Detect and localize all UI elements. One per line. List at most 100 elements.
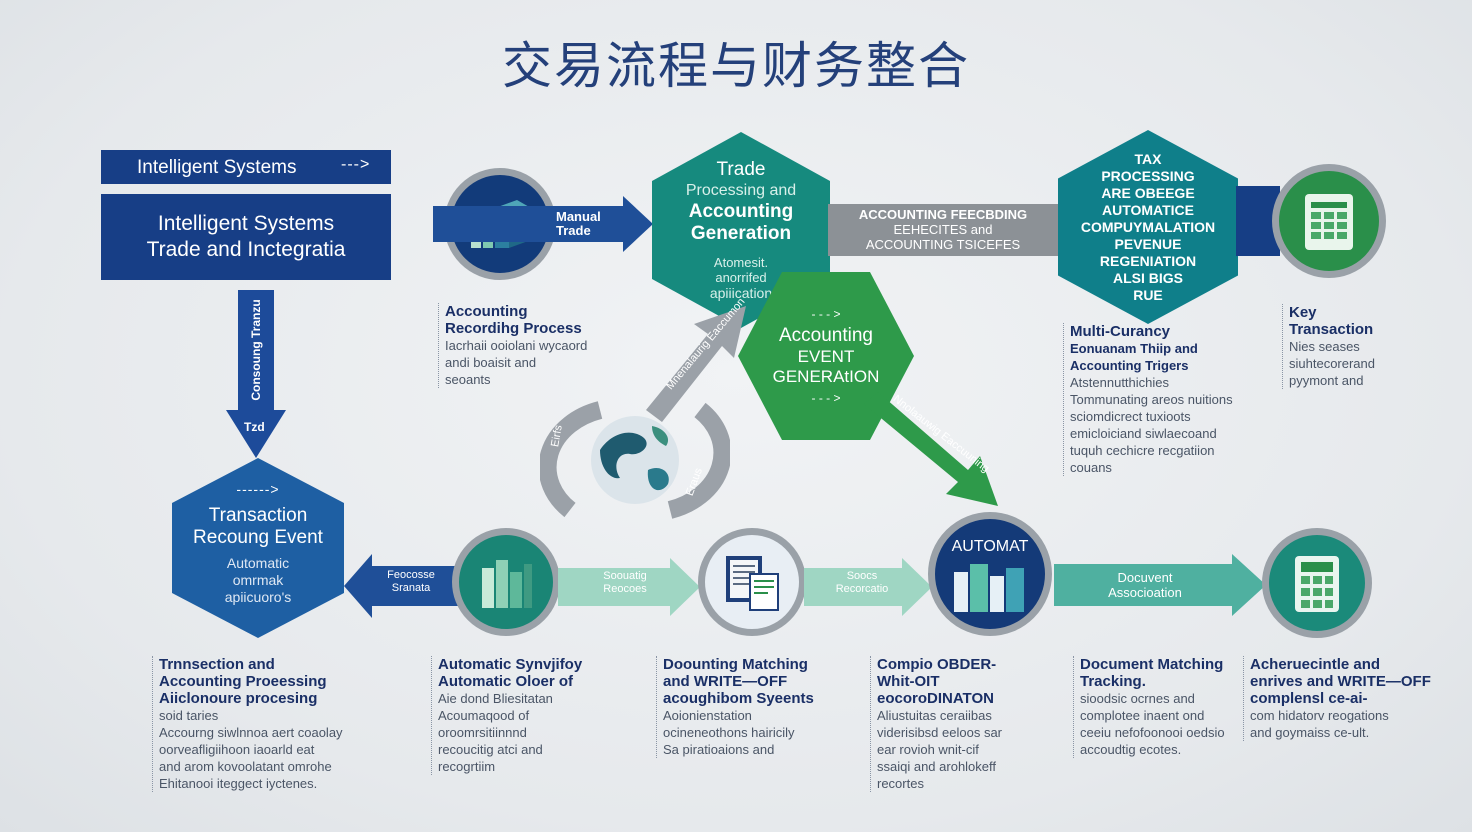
bottom-desc-head: Automatic Synvjifoy [438, 656, 583, 673]
automat-label: AUTOMAT [951, 538, 1029, 555]
desc-key-body-line: Nies seases [1289, 339, 1360, 354]
desc-accounting-head1: Accounting [445, 303, 528, 320]
bottom-desc-body: Aie dond Bliesitatan [438, 691, 553, 706]
bottom-desc-body: recogrtiim [438, 759, 496, 774]
tax-hex-line: ALSI BIGS [1112, 269, 1183, 286]
bottom-desc-body: Acoumaqood of [438, 708, 530, 723]
bottom-arrow-2-line1: Soouatig [603, 570, 647, 582]
bottom-desc-body: accoudtig ecotes. [1080, 742, 1182, 757]
spreadsheet-circle [1272, 164, 1386, 278]
tax-hex-line: PEVENUE [1114, 235, 1182, 252]
page-title: 交易流程与财务整合 [502, 37, 970, 95]
tax-hex-line: ARE OBEEGE [1101, 184, 1195, 201]
trade-hex-title4: Generation [690, 223, 792, 244]
desc-multi-body-line: sciomdicrect tuxioots [1070, 409, 1191, 424]
manual-trade-line2: Trade [556, 223, 591, 238]
bottom-arrow-1-line1: Feocosse [387, 569, 435, 581]
bottom-desc-head: complensl ce-ai- [1250, 690, 1368, 707]
transaction-hex-sub2: omrmak [232, 571, 284, 588]
band-line1: ACCOUNTING FEECBDING [858, 207, 1028, 222]
desc-multi-body-line: couans [1070, 460, 1112, 475]
bottom-arrow-3-line1: Soocs [846, 570, 878, 582]
bottom-desc-body: Sa piratioaions and [663, 742, 775, 757]
desc-multi-body-line: Tommunating areos nuitions [1070, 392, 1233, 407]
trade-hex-sub1: Atomesit. [713, 255, 769, 270]
desc-accounting-head2: Recordihg Process [445, 320, 582, 337]
bottom-desc-body: Accourng siwlnnoa aert coaolay [159, 725, 343, 740]
manual-trade-arrow [433, 196, 653, 252]
bottom-desc-head: Trnnsection and [159, 656, 275, 673]
desc-accounting-body2: andi boaisit and [445, 355, 537, 370]
bottom-desc-body: ceeiu nefofoonooi oedsio [1080, 725, 1225, 740]
desc-multi-body-line: tuquh cechicre recgatiion [1070, 443, 1215, 458]
transaction-hex-arrow: ------> [236, 480, 280, 497]
books-circle [452, 528, 560, 636]
transaction-hex-sub3: apiicuoro's [224, 588, 292, 605]
band-line2: EEHECITES and [893, 222, 993, 237]
bottom-arrow-3-line2: Recorcatio [835, 583, 889, 595]
bottom-desc-body: com hidatorv reogations [1250, 708, 1389, 723]
bottom-arrow-3-label: Soocs Recorcatio [820, 570, 904, 596]
bottom-desc-body: ssaiqi and arohlokeff [877, 759, 997, 774]
bottom-desc-body: and arom kovoolatant omrohe [159, 759, 332, 774]
bottom-arrow-2-label: Soouatig Reocoes [580, 570, 670, 596]
bottom-desc-body: sioodsic ocrnes and [1080, 691, 1195, 706]
event-hex-title2: EVENT [797, 347, 855, 366]
automat-circle: AUTOMAT [928, 512, 1052, 636]
manual-trade-line1: Manual [556, 209, 601, 224]
bottom-desc-body: Aoionienstation [663, 708, 752, 723]
bottom-desc-head: Tracking. [1080, 673, 1146, 690]
diagonal-arrow-up [646, 306, 746, 422]
desc-multi-body-line: emicloiciand siwlaecoand [1070, 426, 1217, 441]
tax-hex-line: PROCESSING [1101, 167, 1195, 184]
bottom-desc-head: Accounting Proeessing [159, 673, 327, 690]
trade-hex-sub2: anorrifed [715, 270, 767, 285]
bottom-desc-body: Aliustuitas ceraiibas [877, 708, 992, 723]
transaction-hex-title2: Recoung Event [193, 526, 323, 548]
bottom-desc-head: enrives and WRITE—OFF [1250, 673, 1431, 690]
bar-arrow: ---> [341, 156, 371, 173]
trade-integration-line1: Intelligent Systems [157, 212, 335, 235]
tax-hex-line: REGENIATION [1099, 252, 1197, 269]
transaction-hex-sub1: Automatic [226, 554, 290, 571]
bottom-desc-head: Whit-OIT [877, 673, 940, 690]
desc-key-body-line: siuhtecorerand [1289, 356, 1375, 371]
bottom-desc-body: viderisibsd eeloos sar [877, 725, 1003, 740]
bottom-desc-head: acoughibom Syeents [663, 690, 814, 707]
bottom-arrow-1-label: Feocosse Sranata [376, 569, 446, 595]
bottom-desc-body: ear rovioh wnit-cif [877, 742, 979, 757]
documents-circle [698, 528, 806, 636]
desc-multi-head2: Eonuanam Thiip and [1070, 341, 1198, 356]
accounting-recording-band: ACCOUNTING FEECBDING EEHECITES and ACCOU… [828, 204, 1058, 256]
trade-hex-title1: Trade [716, 159, 766, 180]
intelligent-systems-bar-label: Intelligent Systems [137, 157, 297, 178]
bottom-arrow-3 [804, 558, 932, 616]
trade-hex-title2: Processing and [685, 182, 797, 199]
trade-processing-hex: Trade Processing and Accounting Generati… [652, 132, 830, 328]
bottom-desc-body: and goymaiss ce-ult. [1250, 725, 1370, 740]
tax-hex-line: RUE [1133, 286, 1163, 303]
bottom-arrow-2-line2: Reocoes [603, 583, 647, 595]
bottom-desc-head: Aiiclonoure procesing [159, 690, 318, 707]
bottom-desc-head: eocoroDINATON [877, 690, 994, 707]
bottom-desc-head: Document Matching [1080, 656, 1224, 673]
trade-hex-title3: Accounting [688, 201, 794, 222]
trade-integration-line2: Trade and Inctegratia [146, 238, 346, 261]
trade-hex-sub3: apiiication [709, 285, 773, 301]
spreadsheet-icon [1305, 194, 1353, 250]
desc-key-head1: Key [1289, 304, 1317, 321]
bottom-arrow-4 [1054, 554, 1266, 616]
bottom-desc-body: oorveafligiihoon iaoarld eat [159, 742, 315, 757]
transaction-hex-title1: Transaction [208, 504, 308, 526]
bottom-arrow-1-line2: Sranata [391, 582, 431, 594]
bottom-arrow-2 [558, 558, 700, 616]
event-hex-title1: Accounting [778, 325, 873, 346]
desc-key-body-line: pyymont and [1289, 373, 1364, 388]
calculator-circle [1262, 528, 1372, 638]
